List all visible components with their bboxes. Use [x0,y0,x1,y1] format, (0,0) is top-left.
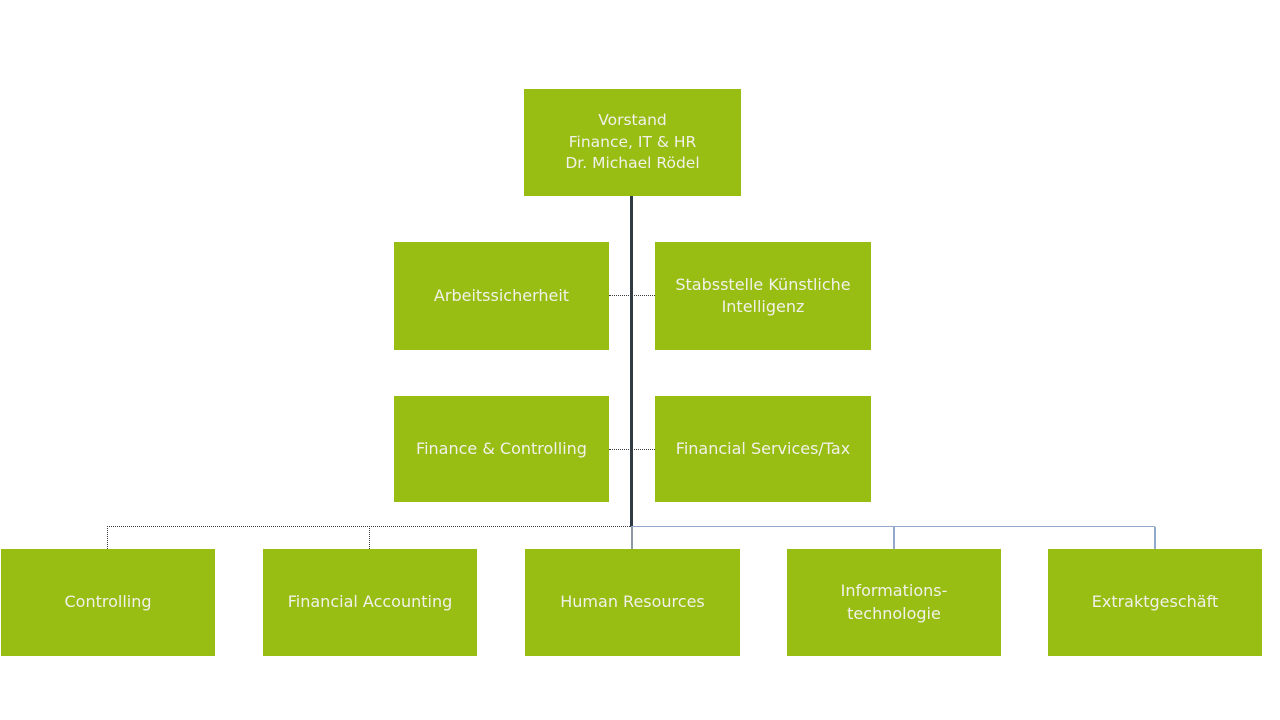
org-node-finance-controlling: Finance & Controlling [394,396,609,502]
org-node-controlling-label: Controlling [64,592,152,612]
org-node-human-resources: Human Resources [525,549,740,656]
org-node-financial-accounting: Financial Accounting [263,549,477,656]
org-node-extraktgeschaeft: Extraktgeschäft [1048,549,1262,656]
connector-dotted-drop-controlling [107,526,108,549]
org-node-arbeitssicherheit: Arbeitssicherheit [394,242,609,350]
org-node-informationstechnologie-label: Informations- technologie [840,581,948,623]
connector-dotted-staff-row2 [609,449,655,450]
connector-dotted-staff-row1 [609,295,655,296]
org-node-stabsstelle-ki-label: Stabsstelle Künstliche Intelligenz [675,274,851,316]
org-node-vorstand-label: Vorstand Finance, IT & HR Dr. Michael Rö… [565,111,700,173]
org-node-controlling: Controlling [1,549,215,656]
org-node-finance-controlling-label: Finance & Controlling [416,438,587,458]
connector-blue-drop-informationstechnologie [893,527,895,549]
connector-blue-horizontal [631,526,1155,527]
org-node-financial-services-tax: Financial Services/Tax [655,396,871,502]
org-node-stabsstelle-ki: Stabsstelle Künstliche Intelligenz [655,242,871,350]
org-node-arbeitssicherheit-label: Arbeitssicherheit [433,285,570,305]
org-node-financial-services-tax-label: Financial Services/Tax [675,438,851,458]
org-node-financial-accounting-label: Financial Accounting [287,592,453,612]
org-node-extraktgeschaeft-label: Extraktgeschäft [1091,592,1219,612]
org-node-informationstechnologie: Informations- technologie [787,549,1001,656]
connector-dotted-drop-financial-accounting [369,526,370,549]
org-node-vorstand: Vorstand Finance, IT & HR Dr. Michael Rö… [524,89,741,196]
org-node-human-resources-label: Human Resources [560,592,705,612]
connector-trunk-vertical [630,196,633,527]
connector-blue-drop-extraktgeschaeft [1154,527,1156,549]
connector-drop-human-resources [631,527,633,549]
